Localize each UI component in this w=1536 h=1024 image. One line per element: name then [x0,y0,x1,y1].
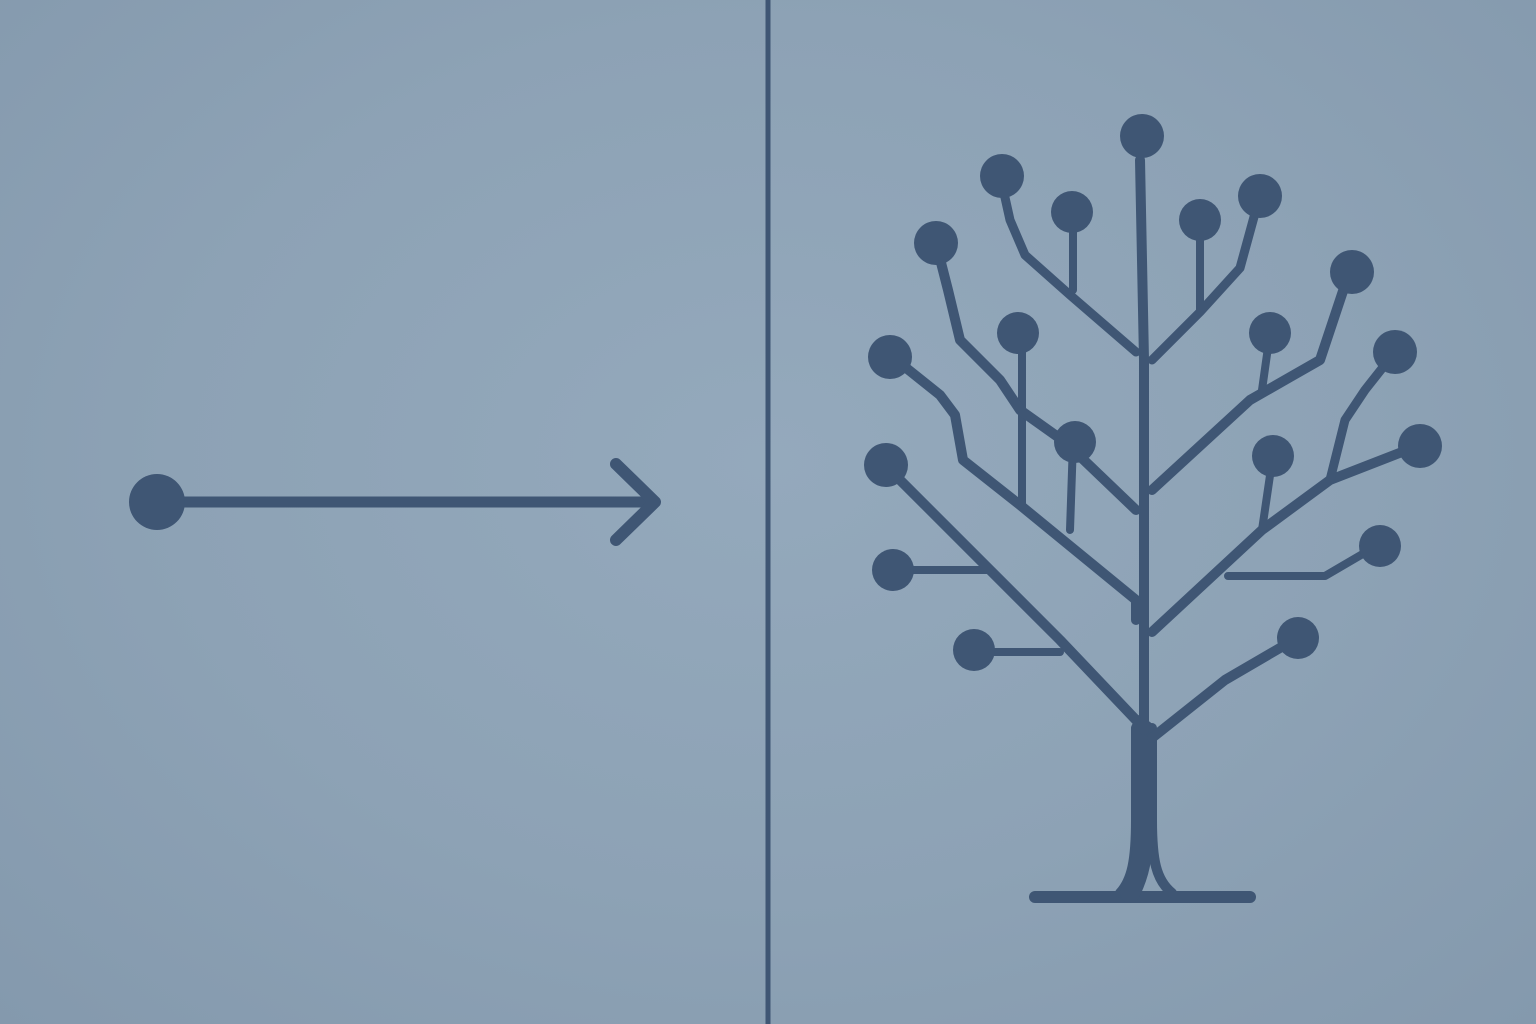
linear-arrow-icon [129,458,661,546]
tree-node [1238,174,1282,218]
vertical-divider [764,0,772,1024]
branch-lower-left [880,460,1141,725]
left-panel [0,0,764,1024]
branch-lower-right [1147,633,1302,743]
vertical-divider-line [765,0,771,1024]
tree-node-top [1120,114,1164,158]
branch-upper-right [1147,265,1355,495]
tree-node [980,154,1024,198]
tree-trunk-fill [1120,720,1154,903]
right-panel [772,0,1536,1024]
tree-trunk-right [1147,723,1177,898]
central-stem [1135,155,1149,735]
tree-node [914,221,958,265]
tree-node [868,335,912,379]
arrow-head [610,458,661,546]
tree-node [1252,435,1294,477]
tree-node [1277,617,1319,659]
tree-node [864,443,908,487]
tree-node [872,549,914,591]
tree-node [997,312,1039,354]
tree-node [1330,250,1374,294]
branch-top-left [995,170,1141,357]
tree-node [1054,421,1096,463]
tree-node [1051,191,1093,233]
branch-mid-right [1147,440,1425,637]
branch-mid-right-high [1325,347,1400,485]
branch-upper-left [931,238,1141,515]
tree-node [1398,424,1442,468]
tree-node [1359,525,1401,567]
tree-node [1179,199,1221,241]
branching-tree-icon [864,114,1442,903]
branch-top-right [1147,190,1265,365]
tree-node [1373,330,1417,374]
arrow-start-node [129,474,185,530]
tree-node [953,629,995,671]
branch-mid-right-low [1224,541,1382,580]
branch-mid-left [885,350,1141,625]
tree-node [1249,312,1291,354]
